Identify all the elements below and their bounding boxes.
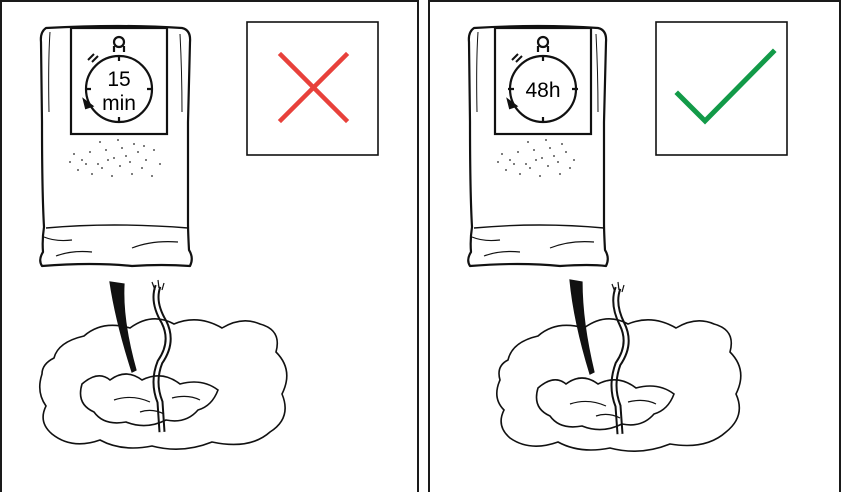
- cable-illustration: [570, 280, 626, 434]
- sand-speckle: [69, 139, 161, 177]
- illustration-correct: 48h: [430, 2, 841, 494]
- sand-speckle: [497, 139, 575, 177]
- verdict-box: [656, 22, 787, 155]
- timer-line-2: min: [102, 92, 136, 115]
- timer-label: 48h: [525, 79, 560, 102]
- panel-incorrect: 15 min: [0, 0, 419, 492]
- illustration-incorrect: 15 min: [2, 2, 421, 494]
- timer-line-1: 15: [107, 68, 130, 91]
- cable-illustration: [110, 280, 168, 432]
- panel-correct: 48h: [428, 0, 841, 492]
